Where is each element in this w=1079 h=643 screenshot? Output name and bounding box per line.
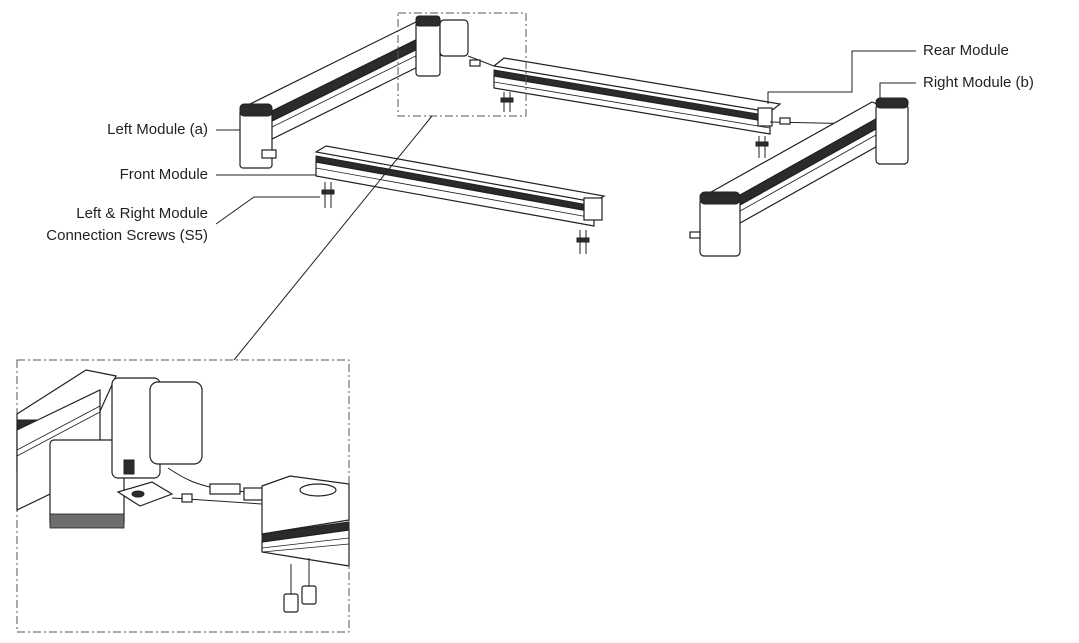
label-screws-line1: Left & Right Module [76, 205, 208, 222]
leader-lines [215, 50, 916, 225]
label-screws-line2: Connection Screws (S5) [46, 227, 208, 244]
right-module [689, 97, 909, 257]
label-left-module: Left Module (a) [107, 121, 208, 138]
label-right-module: Right Module (b) [923, 74, 1034, 91]
detail-callout-line [233, 115, 433, 361]
rear-module [467, 55, 867, 158]
front-module [314, 145, 606, 254]
label-front-module: Front Module [119, 166, 208, 183]
label-rear-module: Rear Module [923, 42, 1009, 59]
left-module [239, 15, 469, 169]
zoom-detail [16, 359, 350, 633]
detail-callout-frame [397, 12, 527, 117]
